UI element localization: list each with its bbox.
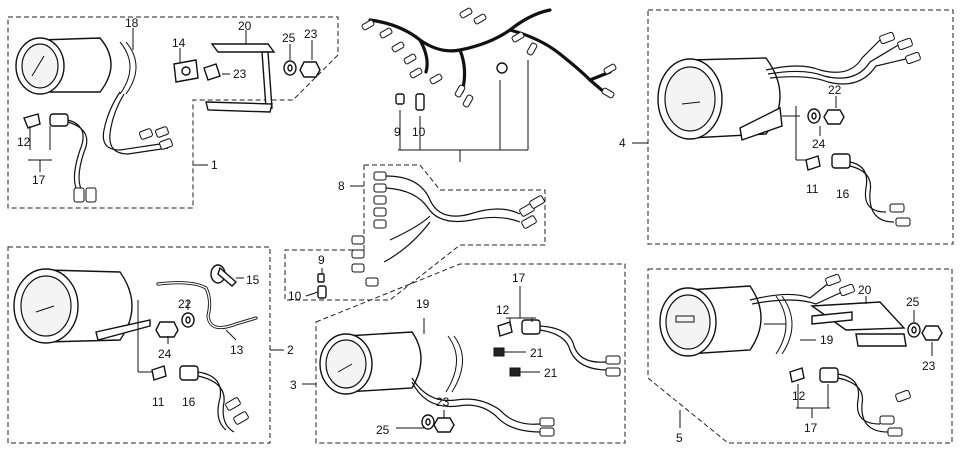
callout-1: 1 (211, 158, 218, 172)
socket-17e[interactable] (819, 367, 911, 437)
bracket-20e[interactable] (809, 301, 907, 347)
section-1: 18 20 14 25 23 23 12 17 1 (7, 16, 339, 209)
bulb-11d[interactable] (805, 155, 821, 171)
callout-12: 12 (17, 135, 31, 149)
washer-25e[interactable] (907, 322, 921, 338)
hose-13[interactable] (156, 281, 258, 330)
callout-3: 3 (290, 378, 297, 392)
callout-13: 13 (230, 343, 244, 357)
washer-24d[interactable] (807, 108, 821, 124)
callout-14: 14 (172, 36, 186, 50)
callout-23c: 23 (436, 395, 450, 409)
bulb-12[interactable] (23, 113, 41, 129)
callout-19c: 19 (416, 297, 430, 311)
section-4: 22 24 11 16 4 (619, 9, 954, 245)
bolt-21b[interactable] (509, 367, 530, 377)
section-2: 15 22 24 13 11 16 2 (7, 246, 294, 444)
gauge-5[interactable] (659, 285, 793, 357)
callout-16d: 16 (836, 187, 850, 201)
callout-20e: 20 (858, 283, 872, 297)
sub-harness-8[interactable] (351, 171, 545, 287)
callout-22b: 22 (178, 297, 192, 311)
gauge-3[interactable] (319, 331, 463, 395)
callout-25: 25 (282, 31, 296, 45)
section-5: 20 25 19 23 12 17 5 (647, 268, 953, 445)
harness-17[interactable] (49, 113, 97, 203)
callout-25e: 25 (906, 295, 920, 309)
nut-22d[interactable] (823, 109, 845, 125)
washer-22[interactable] (181, 312, 195, 328)
bulb-12e[interactable] (789, 367, 805, 383)
socket-16[interactable] (179, 365, 249, 433)
nut-23e[interactable] (921, 325, 943, 341)
nut-23[interactable] (299, 61, 321, 78)
callout-11b: 11 (152, 395, 165, 409)
gauge-2[interactable] (13, 268, 151, 344)
bulb-12c[interactable] (497, 321, 513, 337)
nut-23c[interactable] (433, 417, 455, 433)
gauge-18[interactable] (15, 37, 137, 95)
socket-17c[interactable] (521, 319, 621, 377)
callout-20: 20 (238, 19, 252, 33)
callout-9: 9 (394, 125, 401, 139)
callout-12c: 12 (496, 303, 510, 317)
callout-18: 18 (125, 16, 139, 30)
callout-12e: 12 (792, 389, 806, 403)
callout-23b: 23 (233, 67, 247, 81)
washer-25c[interactable] (421, 414, 435, 430)
callout-10b: 10 (288, 289, 302, 303)
clamp-15[interactable] (210, 264, 238, 287)
callout-8: 8 (338, 179, 345, 193)
section-3: 19 17 12 21 21 25 23 3 (290, 263, 626, 444)
callout-11d: 11 (806, 182, 819, 196)
callout-16b: 16 (182, 395, 196, 409)
callout-19e: 19 (820, 333, 834, 347)
callout-2: 2 (287, 343, 294, 357)
bulb-11[interactable] (151, 365, 167, 381)
gauge-4[interactable] (657, 57, 800, 141)
section-8: 8 9 10 (284, 164, 546, 303)
bolt-21a[interactable] (493, 347, 514, 357)
callout-24b: 24 (158, 347, 172, 361)
callout-22d: 22 (828, 83, 842, 97)
callout-23e: 23 (922, 359, 936, 373)
bracket-20[interactable] (205, 43, 276, 113)
callout-4: 4 (619, 136, 626, 150)
callout-23: 23 (304, 27, 318, 41)
clamp-14[interactable] (173, 59, 221, 83)
socket-16d[interactable] (831, 153, 911, 227)
callout-17e: 17 (804, 421, 818, 435)
callout-17: 17 (32, 173, 46, 187)
callout-5: 5 (676, 431, 683, 445)
main-wire-harness[interactable] (361, 7, 617, 162)
callout-24d: 24 (812, 137, 826, 151)
callout-15b: 15 (246, 273, 260, 287)
callout-21b: 21 (544, 366, 558, 380)
nut-24[interactable] (155, 321, 179, 338)
callout-9b: 9 (318, 253, 325, 267)
callout-10: 10 (412, 125, 426, 139)
washer-25[interactable] (283, 60, 297, 76)
callout-21a: 21 (530, 346, 544, 360)
callout-17c: 17 (512, 271, 526, 285)
callout-25c: 25 (376, 423, 390, 437)
